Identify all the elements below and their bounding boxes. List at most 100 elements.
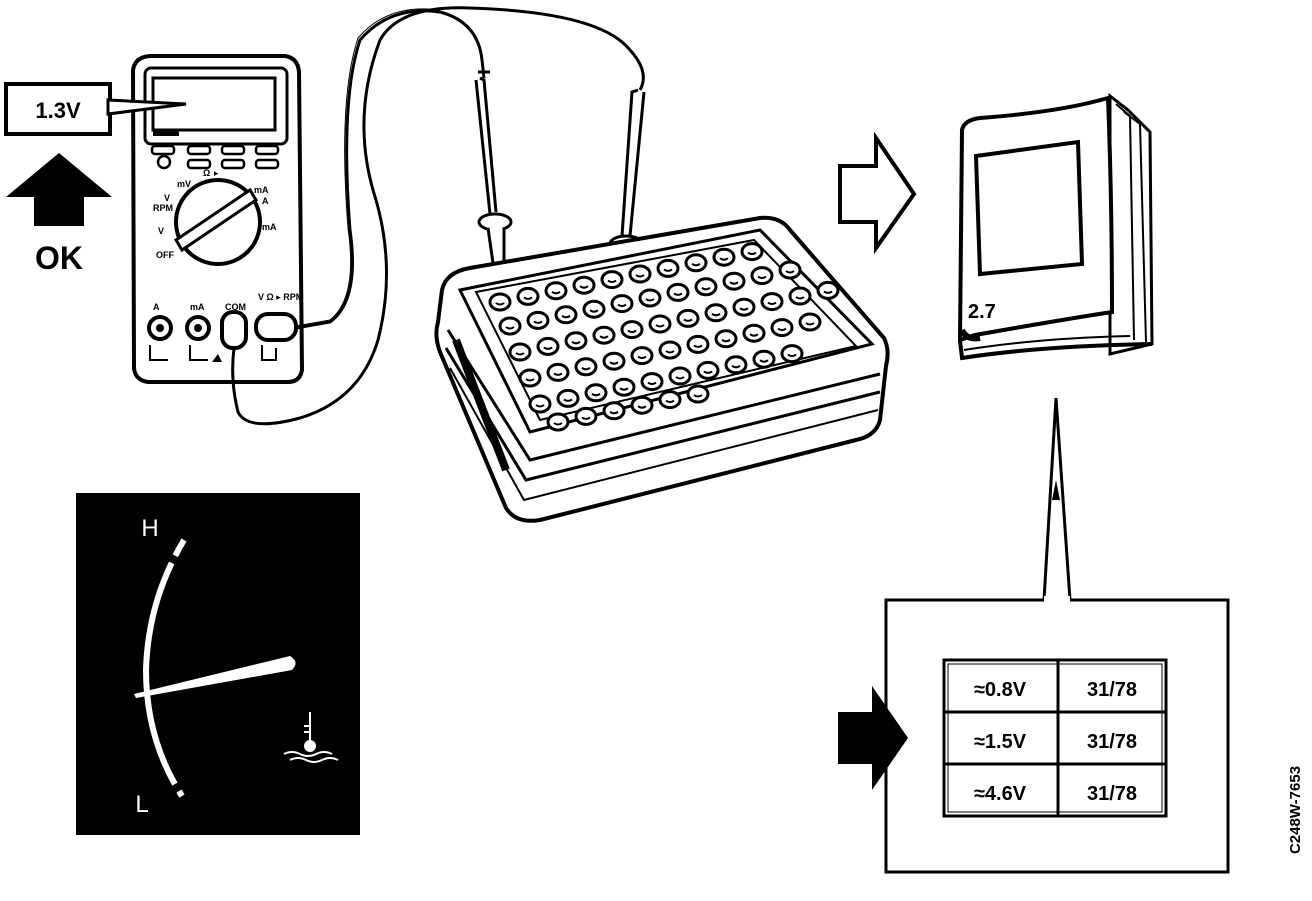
- socket-pin-mark: [655, 324, 665, 328]
- socket-pin: [798, 312, 822, 332]
- socket-pin: [518, 368, 542, 388]
- dial-label-ma-2: mA: [262, 222, 277, 232]
- socket-pin-mark: [767, 301, 777, 306]
- socket-pin-mark: [607, 279, 617, 284]
- socket-pin: [712, 247, 736, 267]
- socket-pin-mark: [747, 251, 757, 256]
- repair-manual-book: 2.7: [957, 92, 1154, 361]
- book-cover-panel: [973, 139, 1085, 277]
- socket-pin-mark: [637, 405, 647, 409]
- socket-pin-mark: [693, 344, 703, 348]
- socket-pin: [658, 390, 682, 410]
- spec-row: ≈1.5V 31/78: [974, 731, 1137, 753]
- socket-pin: [676, 308, 700, 328]
- socket-pin: [574, 406, 598, 426]
- spec-table: ≈0.8V 31/78 ≈1.5V 31/78 ≈4.6V 31/78: [942, 658, 1168, 818]
- spec-pins: 31/78: [1087, 679, 1137, 701]
- socket-pin-mark: [721, 338, 731, 343]
- socket-pin: [564, 331, 588, 351]
- socket-pin-mark: [505, 326, 515, 330]
- socket-pin: [770, 318, 794, 338]
- socket-pin: [610, 294, 634, 314]
- socket-pin: [752, 349, 776, 369]
- gauge-high-label: H: [141, 515, 158, 542]
- socket-pin: [724, 355, 748, 375]
- socket-pin: [516, 286, 540, 306]
- socket-pin-mark: [591, 392, 601, 397]
- spec-voltage: ≈0.8V: [974, 679, 1027, 701]
- socket-pin: [592, 325, 616, 345]
- socket-pin: [686, 384, 710, 404]
- socket-pin-mark: [627, 329, 637, 334]
- socket-pin-mark: [523, 296, 533, 300]
- figure-code: C248W-7653: [1287, 766, 1304, 854]
- socket-pin: [528, 394, 552, 414]
- manual-page-label: 2.7: [968, 301, 996, 323]
- socket-pin: [648, 314, 672, 334]
- socket-pin-mark: [787, 353, 797, 358]
- jack-label-a: A: [153, 302, 160, 312]
- socket-pin: [722, 271, 746, 291]
- socket-pin: [554, 305, 578, 325]
- dial-label-rpm: RPM: [153, 203, 173, 213]
- socket-grid: [488, 242, 840, 432]
- socket-pin-mark: [673, 292, 683, 296]
- socket-pin-mark: [619, 387, 629, 391]
- socket-pin: [816, 280, 840, 300]
- socket-pin-mark: [543, 346, 553, 350]
- specification-callout: ≈0.8V 31/78 ≈1.5V 31/78 ≈4.6V 31/78: [838, 596, 1230, 874]
- socket-pin: [620, 320, 644, 340]
- socket-pin-mark: [731, 364, 741, 369]
- socket-pin: [714, 329, 738, 349]
- socket-pin: [526, 310, 550, 330]
- socket-pin-mark: [617, 303, 627, 308]
- socket-pin-mark: [711, 312, 721, 317]
- socket-pin-mark: [675, 376, 685, 380]
- socket-pin: [704, 303, 728, 323]
- socket-pin: [658, 340, 682, 360]
- spec-voltage: ≈4.6V: [974, 783, 1027, 805]
- socket-pin-mark: [647, 381, 657, 386]
- socket-pin: [740, 242, 764, 262]
- socket-pin-mark: [759, 359, 769, 363]
- socket-pin-mark: [609, 361, 619, 365]
- socket-pin-mark: [663, 268, 673, 272]
- socket-pin-mark: [563, 398, 573, 402]
- socket-pin-mark: [823, 290, 833, 294]
- dial-label-ma: mA: [254, 185, 269, 195]
- socket-pin: [612, 377, 636, 397]
- socket-pin-mark: [495, 302, 505, 306]
- temperature-gauge: H L: [76, 493, 360, 835]
- socket-pin: [732, 297, 756, 317]
- socket-pin: [668, 366, 692, 386]
- socket-pin: [602, 401, 626, 421]
- socket-pin: [582, 299, 606, 319]
- socket-pin-mark: [515, 352, 525, 356]
- socket-pin: [574, 357, 598, 377]
- socket-pin: [488, 292, 512, 312]
- socket-pin: [696, 360, 720, 380]
- socket-pin: [694, 277, 718, 297]
- socket-pin-mark: [533, 320, 543, 324]
- socket-pin-mark: [665, 399, 675, 404]
- socket-pin: [630, 346, 654, 366]
- socket-pin-mark: [739, 307, 749, 311]
- socket-pin: [656, 258, 680, 278]
- up-arrow-icon: [6, 153, 112, 226]
- dial-label-v: V: [164, 193, 170, 203]
- socket-pin-mark: [579, 285, 589, 289]
- socket-pin: [628, 264, 652, 284]
- socket-pin: [498, 316, 522, 336]
- socket-pin-mark: [551, 290, 561, 295]
- socket-pin-mark: [703, 370, 713, 374]
- solid-right-arrow-icon: [838, 686, 908, 790]
- socket-pin-mark: [609, 410, 619, 415]
- socket-pin: [602, 351, 626, 371]
- socket-pin: [686, 334, 710, 354]
- socket-pin-mark: [701, 286, 711, 291]
- socket-pin-mark: [637, 355, 647, 360]
- jack-label-ma: mA: [190, 302, 205, 312]
- socket-pin-mark: [749, 333, 759, 337]
- dial-label-off: OFF: [156, 250, 174, 260]
- socket-pin-mark: [693, 394, 703, 398]
